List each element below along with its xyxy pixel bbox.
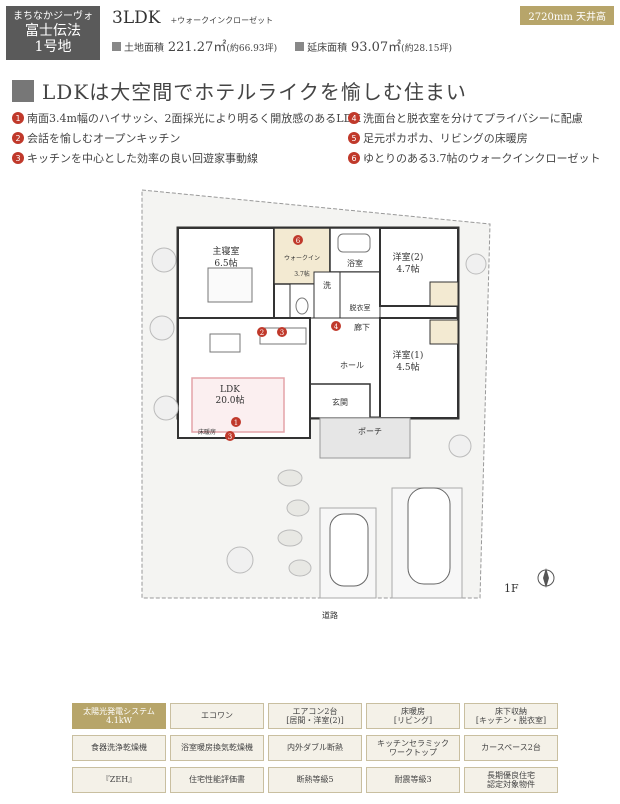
plan-subtitle: +ウォークインクローゼット <box>170 16 274 25</box>
equipment-item-worktop: キッチンセラミックワークトップ <box>366 735 460 761</box>
garden-stones <box>277 469 312 577</box>
equipment-item-aircon: エアコン2台[居間・洋室(2)] <box>268 703 362 729</box>
feature-5-marker <box>225 431 235 441</box>
site-badge: まちなかジーヴォ 富士伝法 1号地 <box>6 6 100 60</box>
equipment-item-zeh: 『ZEH』 <box>72 767 166 793</box>
tree-icons <box>149 247 487 574</box>
floor-label: 1F <box>504 582 519 595</box>
area-info: 土地面積 221.27㎡(約66.93坪) 延床面積 93.07㎡(約28.15… <box>112 36 452 55</box>
bed-icon <box>207 267 253 303</box>
feature-number: 5 <box>348 132 360 144</box>
feature-4-marker <box>331 321 341 331</box>
floor-plan: 主寝室 6.5帖 6 ウォークイン 3.7帖 浴室 洗 脱衣室 洋室(2) 4.… <box>141 189 555 620</box>
car-icon <box>329 513 369 587</box>
site-area-name: まちなかジーヴォ <box>13 11 93 23</box>
land-area: 土地面積 221.27㎡(約66.93坪) <box>112 36 277 55</box>
headline: LDKは大空間でホテルライクを愉しむ住まい <box>12 76 467 105</box>
feature-number: 6 <box>348 152 360 164</box>
entrance <box>309 383 371 419</box>
ceiling-height-badge: 2720mm 天井高 <box>520 6 614 25</box>
equipment-item-longterm: 長期優良住宅認定対象物件 <box>464 767 558 793</box>
feature-2-marker-label: 2 <box>260 329 264 337</box>
western2-name: 洋室(2) <box>393 251 424 263</box>
wic-size: 3.7帖 <box>294 270 310 278</box>
corridor-label: 廊下 <box>354 322 370 332</box>
feature-5-marker-label: 3 <box>228 433 232 441</box>
ldk-name: LDK <box>220 385 240 395</box>
dressing-label: 脱衣室 <box>350 303 371 312</box>
equipment-item-insulation-grade: 断熱等級5 <box>268 767 362 793</box>
headline-square-icon <box>12 79 34 102</box>
headline-text: LDKは大空間でホテルライクを愉しむ住まい <box>42 80 467 104</box>
site-name: 富士伝法 <box>25 22 81 39</box>
feature-2-marker <box>257 327 267 337</box>
square-icon <box>112 42 121 51</box>
feature-number: 2 <box>12 132 24 144</box>
master-bedroom-name: 主寝室 <box>212 245 239 257</box>
feature-3-marker <box>277 327 287 337</box>
wic-name: ウォークイン <box>284 254 320 262</box>
equipment-item-bathdryer: 浴室暖房換気乾燥機 <box>170 735 264 761</box>
feature-number: 1 <box>12 112 24 124</box>
bathtub-icon <box>337 233 371 253</box>
equipment-item-ecoone: エコワン <box>170 703 264 729</box>
closet-2 <box>429 281 459 307</box>
equipment-item-floorheat: 床暖房[リビング] <box>366 703 460 729</box>
entrance-label: 玄関 <box>332 397 348 407</box>
equipment-item-carspace: カースペース2台 <box>464 735 558 761</box>
feature-number: 3 <box>12 152 24 164</box>
ldk-size: 20.0帖 <box>215 394 244 406</box>
road-label: 道路 <box>322 610 338 620</box>
master-bedroom-size: 6.5帖 <box>214 257 237 269</box>
western1-name: 洋室(1) <box>393 349 424 361</box>
closet-1 <box>429 319 459 345</box>
western1-size: 4.5帖 <box>396 361 419 373</box>
washroom <box>313 271 341 319</box>
floor-heat-label: 床暖房 <box>198 428 216 436</box>
equipment-item-seismic-grade: 耐震等級3 <box>366 767 460 793</box>
hall-label: ホール <box>340 361 364 370</box>
square-icon <box>295 42 305 51</box>
wash-label: 洗 <box>323 280 331 290</box>
equipment-item-insulation: 内外ダブル断熱 <box>268 735 362 761</box>
feature-1-marker-label: 1 <box>234 419 238 427</box>
toilet-icon <box>295 297 309 315</box>
porch-label: ポーチ <box>358 427 382 436</box>
feature-6-marker <box>293 235 303 245</box>
car-icon <box>407 487 451 585</box>
feature-number: 4 <box>348 112 360 124</box>
feature-1-marker <box>231 417 241 427</box>
compass-icon <box>537 568 555 588</box>
floor-area: 延床面積 93.07㎡(約28.15坪) <box>295 36 452 55</box>
plan-layout: 3LDK <box>112 8 161 28</box>
lot-number: 1号地 <box>34 38 72 55</box>
dining-table <box>209 333 241 353</box>
equipment-item-evaluation: 住宅性能評価書 <box>170 767 264 793</box>
western2-size: 4.7帖 <box>396 263 419 275</box>
equipment-item-underfloor: 床下収納[キッチン・脱衣室] <box>464 703 558 729</box>
bath-label: 浴室 <box>347 258 363 268</box>
feature-3-marker-label: 3 <box>280 329 284 337</box>
parking-spaces <box>319 487 463 599</box>
feature-4-marker-label: 4 <box>334 323 339 331</box>
equipment-item-dishwasher: 食器洗浄乾燥機 <box>72 735 166 761</box>
porch <box>319 417 411 459</box>
plan-type: 3LDK +ウォークインクローゼット <box>112 8 273 28</box>
feature-6-marker-label: 6 <box>296 237 301 245</box>
